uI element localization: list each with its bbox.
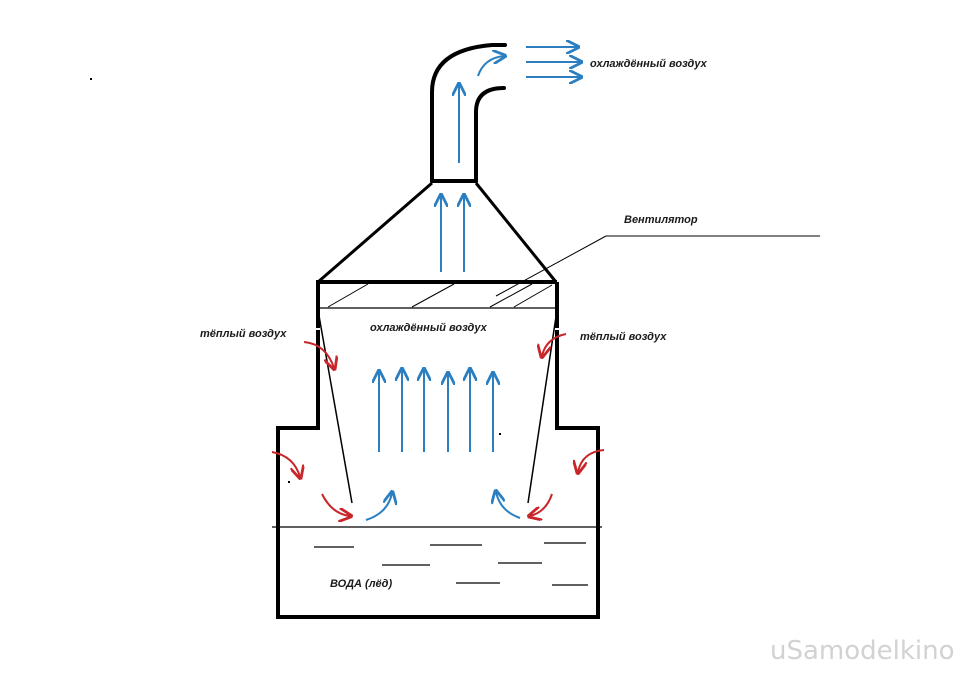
fan-blades bbox=[327, 283, 553, 308]
label-water: ВОДА (лёд) bbox=[330, 578, 393, 590]
inner-duct bbox=[317, 309, 558, 504]
label-fan: Вентилятор bbox=[624, 214, 698, 226]
label-warm-air-right: тёплый воздух bbox=[580, 331, 667, 343]
fan-pointer bbox=[495, 235, 820, 297]
fan-box bbox=[316, 280, 559, 328]
specks bbox=[90, 78, 501, 483]
cold-air-arrows bbox=[365, 47, 580, 521]
label-cooled-air-exit: охлаждённый воздух bbox=[590, 58, 707, 70]
water-surface bbox=[272, 526, 602, 586]
label-warm-air-left: тёплый воздух bbox=[200, 328, 287, 340]
warm-air-arrows bbox=[271, 333, 605, 516]
tank bbox=[276, 330, 600, 619]
watermark-logo: uSamodelkino.ru bbox=[770, 636, 957, 666]
hood-cone bbox=[317, 181, 558, 284]
exhaust-pipe bbox=[430, 43, 507, 183]
label-cooled-air-duct: охлаждённый воздух bbox=[370, 322, 487, 334]
